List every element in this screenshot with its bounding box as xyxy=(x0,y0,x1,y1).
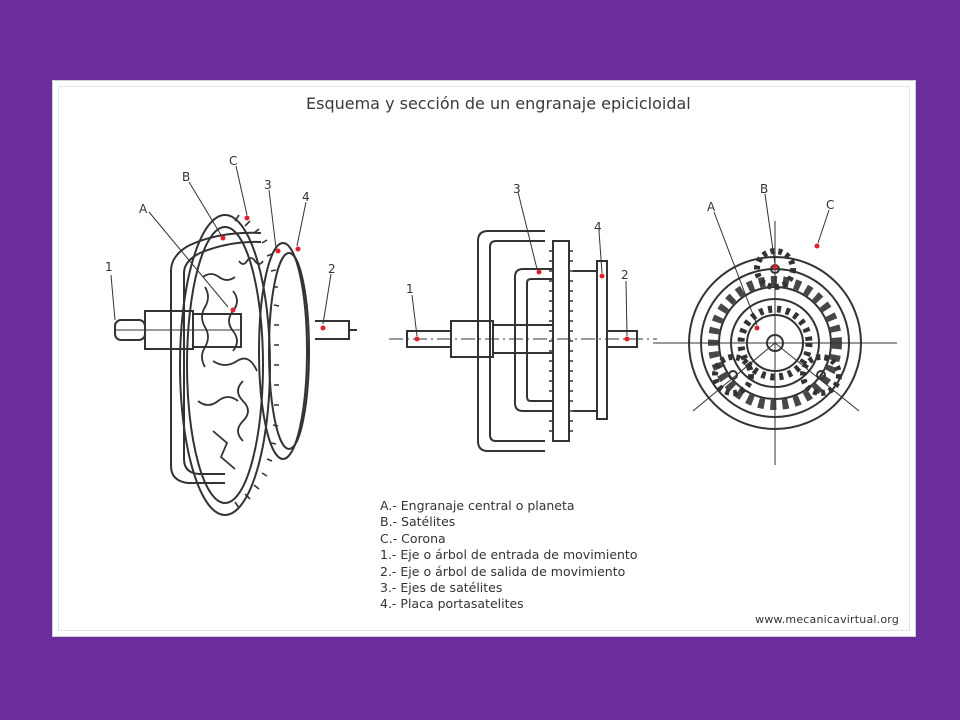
label-3-left: 3 xyxy=(264,178,272,192)
legend-item: 1.- Eje o árbol de entrada de movimiento xyxy=(380,547,638,563)
label-1-middle: 1 xyxy=(406,282,414,296)
label-4-left: 4 xyxy=(302,190,310,204)
front-view xyxy=(653,193,897,465)
legend-item: B.- Satélites xyxy=(380,514,456,530)
label-3-middle: 3 xyxy=(513,182,521,196)
section-view xyxy=(389,191,657,452)
perspective-view xyxy=(110,165,357,516)
label-b-right: B xyxy=(760,182,768,196)
legend-item: A.- Engranaje central o planeta xyxy=(380,498,575,513)
label-a-right: A xyxy=(707,200,716,214)
slide-panel: 1 A B C 3 4 2 1 3 4 2 A B C Esquema y se… xyxy=(52,80,916,637)
diagram-drawings: 1 A B C 3 4 2 1 3 4 2 A B C xyxy=(105,154,897,516)
label-a-left: A xyxy=(139,202,148,216)
source-credit: www.mecanicavirtual.org xyxy=(755,613,899,626)
legend-item: C.- Corona xyxy=(380,530,446,546)
label-2-left: 2 xyxy=(328,262,336,276)
label-c-left: C xyxy=(229,154,237,168)
label-4-middle: 4 xyxy=(594,220,602,234)
legend-item: 2.- Eje o árbol de salida de movimiento xyxy=(380,563,626,579)
label-b-left: B xyxy=(182,170,190,184)
legend-item: 4.- Placa portasatelites xyxy=(380,596,524,612)
legend-item: 3.- Ejes de satélites xyxy=(380,580,503,596)
diagram-title: Esquema y sección de un engranaje epicic… xyxy=(306,94,691,113)
label-2-middle: 2 xyxy=(621,268,629,282)
legend: A.- Engranaje central o planeta B.- Saté… xyxy=(380,498,637,613)
figure-frame xyxy=(58,86,910,631)
label-1-left: 1 xyxy=(105,260,113,274)
label-c-right: C xyxy=(826,198,834,212)
